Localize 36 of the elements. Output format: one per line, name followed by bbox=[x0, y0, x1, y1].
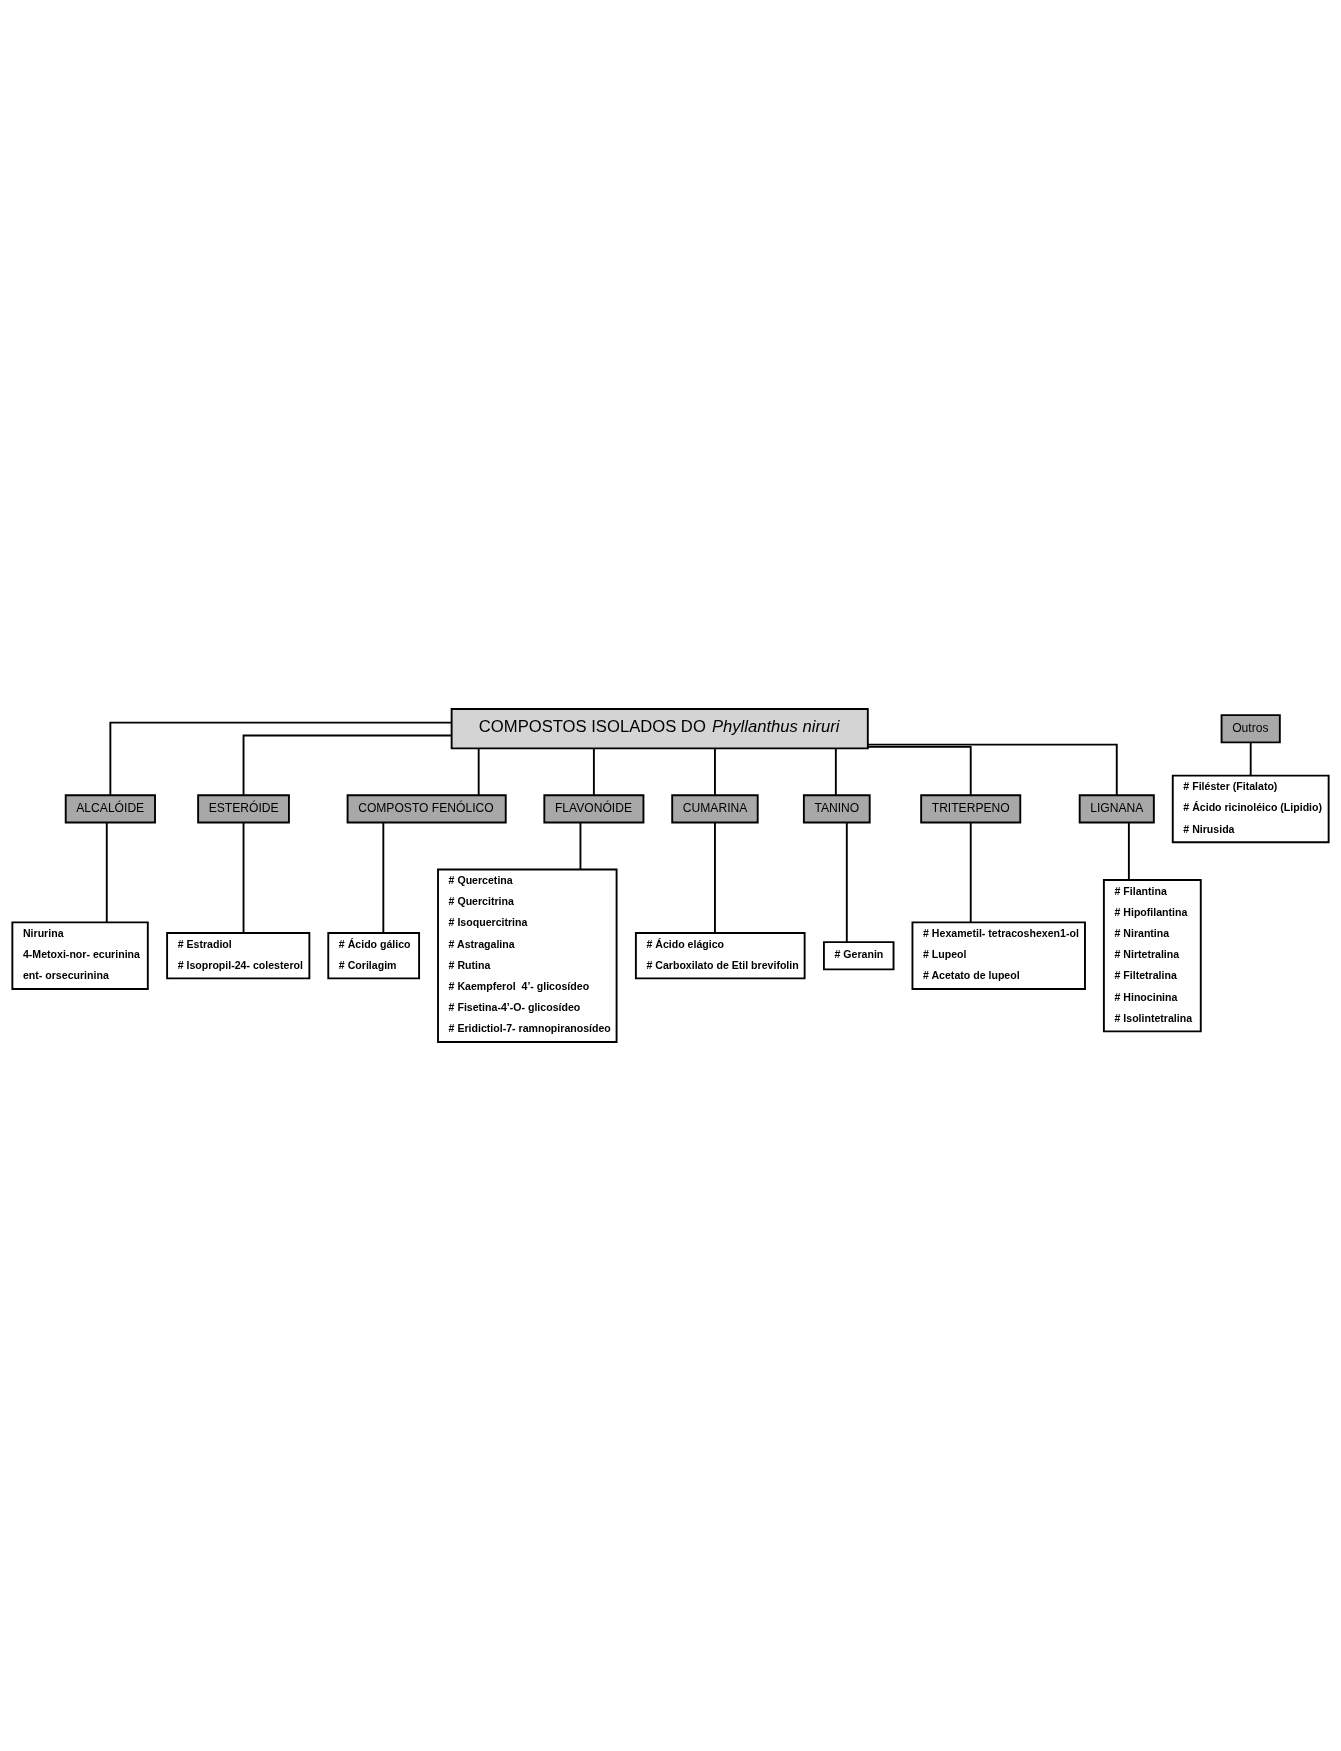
connector bbox=[845, 821, 848, 943]
connector bbox=[1249, 741, 1252, 777]
node-box: # Geranin bbox=[822, 941, 895, 971]
node-box: COMPOSTO FENÓLICO bbox=[346, 794, 507, 824]
connector bbox=[242, 821, 245, 934]
node-box: CUMARINA bbox=[671, 794, 759, 824]
node-box: # Filantina # Hipofilantina # Nirantina # Nirtetralina # Filtetralina # Hinocinina # Isolintetralina bbox=[1102, 879, 1202, 1033]
node-box: # Estradiol # Isopropil-24- colesterol bbox=[166, 932, 311, 980]
node-box: # Ácido elágico # Carboxilato de Etil brevifolin bbox=[634, 932, 806, 980]
connector bbox=[382, 821, 385, 934]
node-box: COMPOSTOS ISOLADOS DO Phyllanthus niruri bbox=[450, 708, 869, 750]
node-box: # Filéster (Fitalato) # Ácido ricinoléico (Lipidio) # Nirusida bbox=[1171, 774, 1330, 844]
connector bbox=[714, 747, 716, 797]
connector bbox=[866, 743, 1118, 797]
node-box: LIGNANA bbox=[1078, 794, 1155, 824]
connector bbox=[834, 747, 837, 797]
node-box: Nirurina 4-Metoxi-nor- ecurinina ent- orsecurinina bbox=[11, 921, 149, 990]
node-box: ALCALÓIDE bbox=[64, 794, 156, 824]
connector bbox=[105, 821, 108, 924]
node-box: FLAVONÓIDE bbox=[543, 794, 645, 824]
node-box: ESTERÓIDE bbox=[197, 794, 290, 824]
connector bbox=[477, 747, 480, 797]
connector bbox=[242, 734, 453, 797]
connector bbox=[592, 747, 595, 797]
node-box: TANINO bbox=[802, 794, 871, 824]
connector bbox=[1127, 821, 1130, 881]
connector bbox=[109, 721, 453, 797]
node-box: TRITERPENO bbox=[920, 794, 1022, 824]
connector bbox=[867, 745, 972, 797]
node-box: # Hexametil- tetracoshexen1-ol # Lupeol # Acetato de lupeol bbox=[911, 921, 1086, 990]
connector bbox=[714, 821, 716, 934]
connector bbox=[969, 821, 972, 924]
node-box: # Ácido gálico # Corilagim bbox=[327, 932, 421, 980]
node-box: # Quercetina # Quercitrina # Isoquercitrina # Astragalina # Rutina # Kaempferol 4’- glicosídeo # Fisetina-4’-O- glicosídeo # Eridictiol-7- ramnopiranosídeo bbox=[437, 868, 618, 1043]
node-box: Outros bbox=[1220, 714, 1281, 744]
connector bbox=[579, 821, 582, 871]
